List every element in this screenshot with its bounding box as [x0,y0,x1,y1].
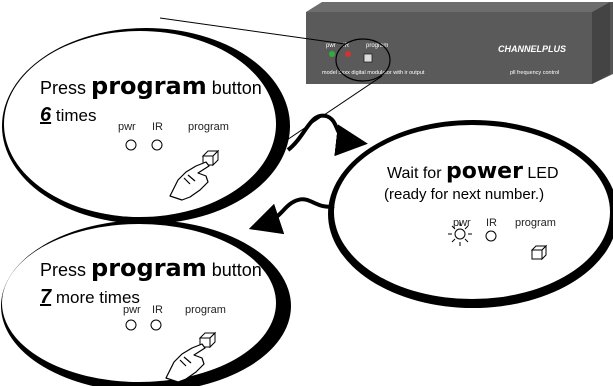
step2-text-post: LED [523,165,559,182]
svg-text:Wait for power LED: Wait for power LED [387,159,559,184]
device-ir-label: IR [343,43,350,49]
step3-bubble: Press program button 7 more times pwr IR… [1,220,291,386]
step3-ir-led [150,319,162,331]
step1-program-label: program [188,121,229,133]
step3-text-pre: Press [40,260,91,280]
step2-text-pre: Wait for [387,165,446,182]
device-caption-left: model 5xxx digital modulator with ir out… [322,70,425,76]
step1-hand-icon [169,161,210,201]
step2-pwr-led-lit [448,222,472,246]
step2-program-button [530,244,548,261]
arrow-step1-to-step2 [286,113,368,157]
device-program-button [363,53,373,63]
step1-count: 6 [40,104,52,126]
step1-ir-led [151,139,163,151]
step3-pwr-led [125,319,137,331]
step1-program-button [201,149,220,167]
device-box: pwr IR program CHANNELPLUS model 5xxx di… [306,2,613,84]
device-pwr-led [329,51,335,57]
svg-text:6 times: 6 times [40,104,96,126]
step3-hand-icon [165,343,206,383]
step3-count: 7 [40,286,52,308]
step1-pwr-label: pwr [118,121,136,133]
step3-ir-label: IR [152,304,163,316]
step3-pwr-label: pwr [123,304,141,316]
step2-line2: (ready for next number.) [384,186,544,203]
step2-bubble: Wait for power LED (ready for next numbe… [328,120,613,308]
step3-program-label: program [185,304,226,316]
step1-text-post: button [207,78,262,98]
leader-line-top [159,17,346,45]
device-caption-right: pll frequency control [510,70,559,76]
device-ir-led [345,51,351,57]
step1-text-pre: Press [40,78,91,98]
step2-keyword: power [446,159,523,184]
step2-program-label: program [515,217,556,229]
step1-ir-label: IR [152,121,163,133]
step1-count-suffix: times [51,106,96,125]
device-pwr-label: pwr [326,43,336,49]
step2-ir-label: IR [486,217,497,229]
device-brand: CHANNELPLUS [498,44,566,54]
arrow-step2-to-step3 [248,197,335,235]
step1-bubble: Press program button 6 times pwr IR prog… [2,28,290,224]
step1-pwr-led [125,139,137,151]
step2-pwr-label: pwr [453,217,471,229]
step2-ir-led [485,230,497,242]
step3-count-suffix: more times [51,288,140,307]
device-program-label: program [366,43,388,49]
step3-text-post: button [207,260,262,280]
svg-text:7 more times: 7 more times [40,286,140,308]
svg-text:Press program button: Press program button [40,254,262,282]
device-callout-ellipse [335,38,391,82]
step3-keyword: program [91,254,207,282]
step3-program-button [198,331,217,349]
leader-line-bottom [274,75,383,149]
svg-text:Press program button: Press program button [40,72,262,100]
step1-keyword: program [91,72,207,100]
